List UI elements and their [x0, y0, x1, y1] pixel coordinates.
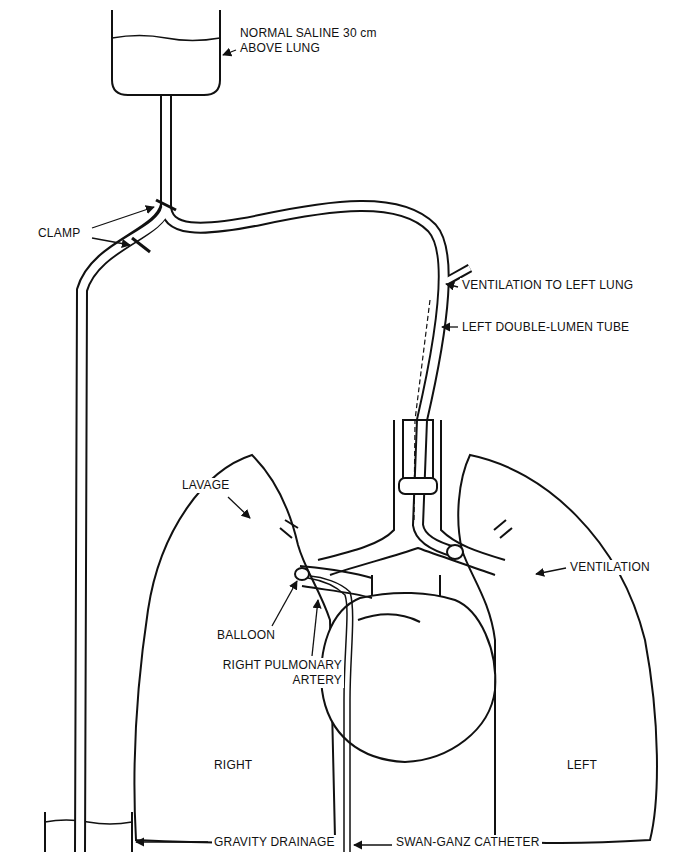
port-label: VENTILATION TO LEFT LUNG	[460, 278, 635, 293]
balloon-label: BALLOON	[215, 628, 277, 643]
side-label: RIGHT	[212, 758, 254, 773]
drainage-label: GRAVITY DRAINAGE	[212, 835, 337, 850]
tubing	[80, 95, 470, 852]
drainage-container	[45, 812, 132, 852]
saline-container	[112, 10, 220, 95]
catheter-balloon	[295, 568, 309, 580]
catheter-label: SWAN-GANZ CATHETER	[394, 835, 542, 850]
bronchial-cuff	[447, 545, 463, 559]
artery-label: RIGHT PULMONARY ARTERY	[212, 658, 344, 688]
lavage-label: LAVAGE	[180, 478, 231, 493]
tracheal-cuff	[399, 478, 437, 494]
clamp-symbol	[132, 200, 176, 252]
leader-line	[92, 50, 566, 845]
saline-label: NORMAL SALINE 30 cm ABOVE LUNG	[238, 26, 407, 56]
airway	[280, 420, 512, 575]
right-lung	[135, 455, 336, 843]
ventilation-label: VENTILATION	[568, 560, 652, 575]
side-label: LEFT	[565, 758, 599, 773]
tube-label: LEFT DOUBLE-LUMEN TUBE	[460, 320, 631, 335]
clamp-label: CLAMP	[36, 226, 82, 241]
swan-ganz-catheter	[308, 576, 353, 852]
